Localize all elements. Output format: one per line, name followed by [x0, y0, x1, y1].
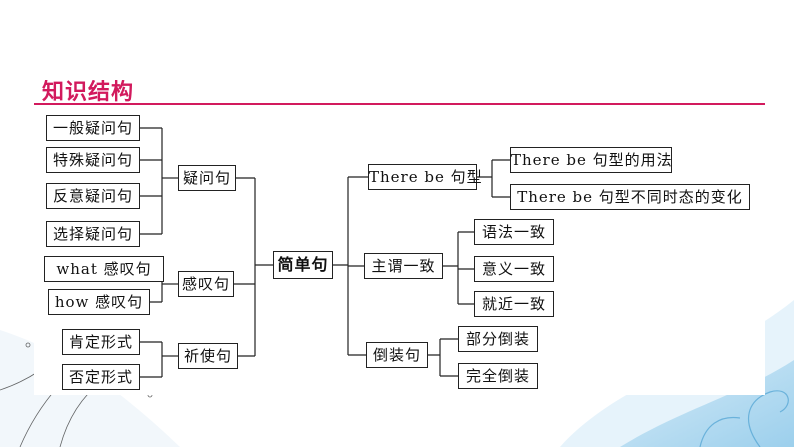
node-what-exclamation: what 感叹句: [44, 256, 164, 282]
node-yes-no-question: 一般疑问句: [46, 115, 140, 141]
connector: [234, 177, 273, 357]
node-root-simple-sentence: 简单句: [273, 251, 333, 279]
node-interrogative: 疑问句: [178, 165, 236, 191]
connector: [428, 338, 458, 377]
connector: [140, 127, 163, 235]
node-exclamatory: 感叹句: [178, 271, 234, 297]
connector: [477, 159, 510, 198]
node-notional-agreement: 意义一致: [474, 256, 554, 282]
node-grammatical-agreement: 语法一致: [474, 219, 554, 245]
node-full-inversion: 完全倒装: [458, 363, 538, 389]
connector: [443, 231, 474, 305]
node-imperative: 祈使句: [178, 343, 238, 369]
node-there-be: There be 句型: [368, 164, 482, 190]
node-alternative-question: 选择疑问句: [46, 221, 140, 247]
node-proximity-agreement: 就近一致: [474, 291, 554, 317]
node-inversion: 倒装句: [366, 342, 428, 368]
node-negative-form: 否定形式: [62, 364, 140, 390]
node-there-be-tenses: There be 句型不同时态的变化: [510, 184, 750, 210]
node-affirmative-form: 肯定形式: [62, 329, 140, 355]
node-partial-inversion: 部分倒装: [458, 326, 538, 352]
node-how-exclamation: how 感叹句: [48, 289, 150, 315]
connector: [140, 341, 163, 378]
node-special-question: 特殊疑问句: [46, 147, 140, 173]
connector: [333, 176, 368, 356]
node-there-be-usage: There be 句型的用法: [510, 147, 672, 173]
node-tag-question: 反意疑问句: [46, 183, 140, 209]
node-subject-verb-agreement: 主谓一致: [364, 253, 443, 279]
section-heading: 知识结构: [42, 80, 135, 104]
